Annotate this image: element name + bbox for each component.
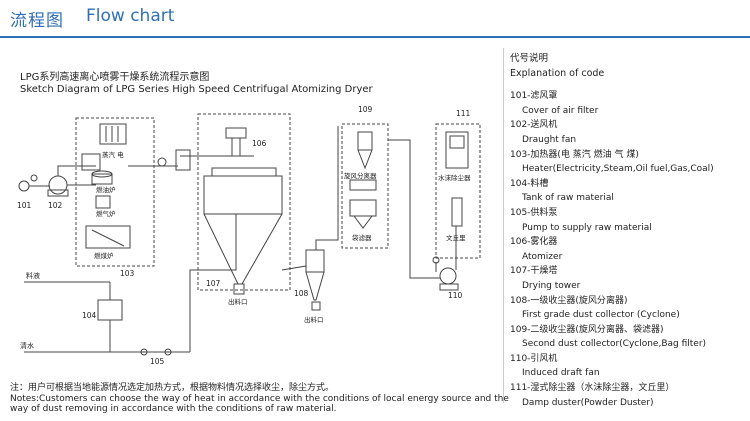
legend-item-111: 111-湿式除尘器（水沫除尘器，文丘里） Damp duster(Powder … <box>510 381 746 410</box>
legend-item-en: Drying tower <box>522 280 581 291</box>
column-divider <box>503 48 504 403</box>
footnote-en: Notes:Customers can choose the way of he… <box>10 393 509 415</box>
legend-item-109: 109-二级收尘器(旋风分离器、袋滤器) Second dust collect… <box>510 323 746 352</box>
label-109: 109 <box>358 105 373 114</box>
legend-item-110: 110-引风机 Induced draft fan <box>510 352 746 381</box>
legend-item-en: Heater(Electricity,Steam,Oil fuel,Gas,Co… <box>522 164 714 175</box>
label-material-liquid: 料液 <box>26 271 40 280</box>
legend-heading-zh: 代号说明 <box>510 53 549 64</box>
header-divider <box>0 36 750 38</box>
legend-item-103: 103-加热器(电 蒸汽 燃油 气 煤) Heater(Electricity,… <box>510 148 746 177</box>
legend-item-106: 106-雾化器 Atomizer <box>510 235 746 264</box>
diagram-title: LPG系列高速离心喷雾干燥系统流程示意图 Sketch Diagram of L… <box>20 72 373 96</box>
legend-item-104: 104-料槽 Tank of raw material <box>510 177 746 206</box>
legend-item-en: Induced draft fan <box>522 368 600 379</box>
damp-duster-111 <box>435 123 481 270</box>
legend-item-zh: 108-一级收尘器(旋风分离器) <box>510 295 628 306</box>
legend-item-101: 101-滤风罩 Cover of air filter <box>510 89 746 118</box>
label-106: 106 <box>252 139 267 148</box>
legend-item-zh: 107-干燥塔 <box>510 266 558 277</box>
legend-item-zh: 110-引风机 <box>510 353 558 364</box>
footnote-zh: 注：用户可根据当地能源情况选定加热方式，根据物料情况选择收尘，除尘方式。 <box>10 383 335 393</box>
cyclone-108 <box>281 126 339 311</box>
legend-item-en: First grade dust collector (Cyclone) <box>522 310 680 321</box>
footnote: 注：用户可根据当地能源情况选定加热方式，根据物料情况选择收尘，除尘方式。 Not… <box>10 383 510 415</box>
legend-item-zh: 101-滤风罩 <box>510 91 558 102</box>
dust-collector-109 <box>341 123 440 279</box>
label-103: 103 <box>120 269 135 278</box>
legend-item-en: Atomizer <box>522 251 563 262</box>
label-outlet-107: 出料口 <box>228 297 248 306</box>
legend-item-en: Tank of raw material <box>522 193 614 204</box>
header-title-en: Flow chart <box>86 6 175 26</box>
legend-heading-en: Explanation of code <box>510 67 605 79</box>
label-venturi: 文丘里 <box>446 233 466 242</box>
legend-item-107: 107-干燥塔 Drying tower <box>510 264 746 293</box>
label-water-dust: 水沫除尘器 <box>438 173 471 182</box>
label-coal: 燃煤炉 <box>94 251 114 260</box>
legend-item-108: 108-一级收尘器(旋风分离器) First grade dust collec… <box>510 294 746 323</box>
label-111: 111 <box>456 109 471 118</box>
label-fuel-oil: 燃油炉 <box>96 185 116 194</box>
label-104: 104 <box>82 311 97 320</box>
header-title-zh: 流程图 <box>10 11 64 31</box>
induced-fan-110 <box>432 256 459 291</box>
legend-item-zh: 105-供料泵 <box>510 207 558 218</box>
air-filter-101 <box>18 174 50 192</box>
material-tank-104 <box>24 214 237 356</box>
legend-item-en: Cover of air filter <box>522 105 599 116</box>
label-101: 101 <box>17 201 32 210</box>
legend-item-zh: 106-雾化器 <box>510 237 558 248</box>
legend-item-zh: 102-送风机 <box>510 120 558 131</box>
label-108: 108 <box>294 289 309 298</box>
legend-item-zh: 109-二级收尘器(旋风分离器、袋滤器) <box>510 324 664 335</box>
diagram-title-en: Sketch Diagram of LPG Series High Speed … <box>20 84 373 95</box>
label-clean-water: 清水 <box>20 341 34 350</box>
drying-tower-107 <box>175 113 291 295</box>
label-107: 107 <box>206 279 221 288</box>
label-102: 102 <box>48 201 63 210</box>
diagram-title-zh: LPG系列高速离心喷雾干燥系统流程示意图 <box>20 72 210 83</box>
label-outlet-108: 出料口 <box>304 315 324 324</box>
legend-item-zh: 103-加热器(电 蒸汽 燃油 气 煤) <box>510 149 639 160</box>
page-header: 流程图 Flow chart <box>0 0 750 40</box>
heater-box-103 <box>75 117 178 267</box>
label-110: 110 <box>448 291 463 300</box>
draught-fan-102 <box>47 165 96 197</box>
label-105: 105 <box>150 357 165 366</box>
label-gas: 燃气炉 <box>96 209 116 218</box>
label-cyclone: 旋风分离器 <box>344 171 377 180</box>
legend-item-102: 102-送风机 Draught fan <box>510 118 746 147</box>
label-bag-filter: 袋滤器 <box>352 233 372 242</box>
label-steam-elec: 蒸汽 电 <box>102 150 124 159</box>
legend-item-en: Draught fan <box>522 134 577 145</box>
legend-item-en: Damp duster(Powder Duster) <box>522 397 654 408</box>
code-legend: 代号说明 Explanation of code 101-滤风罩 Cover o… <box>510 52 746 410</box>
legend-item-zh: 111-湿式除尘器（水沫除尘器，文丘里） <box>510 383 675 394</box>
legend-item-en: Pump to supply raw material <box>522 222 652 233</box>
legend-item-zh: 104-料槽 <box>510 178 549 189</box>
legend-item-105: 105-供料泵 Pump to supply raw material <box>510 206 746 235</box>
legend-item-en: Second dust collector(Cyclone,Bag filter… <box>522 339 707 350</box>
